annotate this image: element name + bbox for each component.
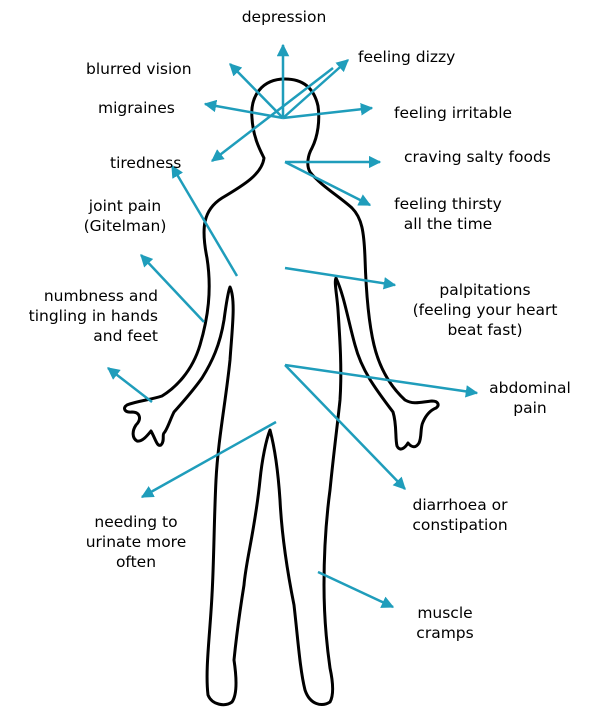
arrow-muscle-cramps <box>318 572 393 607</box>
label-feeling-thirsty: feeling thirsty all the time <box>378 194 518 234</box>
label-feeling-dizzy: feeling dizzy <box>358 47 455 67</box>
arrow-numbness-lower <box>108 368 152 402</box>
arrow-feeling-thirsty <box>285 162 370 205</box>
label-abdominal-pain: abdominal pain <box>484 378 576 418</box>
label-numbness: numbness and tingling in hands and feet <box>10 286 158 346</box>
arrow-palpitations <box>285 268 395 285</box>
label-blurred-vision: blurred vision <box>86 59 192 79</box>
label-depression: depression <box>228 7 340 27</box>
label-palpitations: palpitations (feeling your heart beat fa… <box>390 280 580 340</box>
arrow-urinate <box>142 422 276 497</box>
label-diarrhoea: diarrhoea or constipation <box>386 495 534 535</box>
arrow-feeling-irritable <box>283 108 372 118</box>
label-tiredness: tiredness <box>110 153 181 173</box>
label-migraines: migraines <box>98 98 175 118</box>
arrow-diarrhoea <box>285 365 405 489</box>
label-craving-salty-foods: craving salty foods <box>404 147 551 167</box>
label-urinate: needing to urinate more often <box>66 512 206 572</box>
arrow-feeling-dizzy <box>283 60 348 118</box>
label-feeling-irritable: feeling irritable <box>394 103 512 123</box>
label-muscle-cramps: muscle cramps <box>400 603 490 643</box>
label-joint-pain: joint pain (Gitelman) <box>60 196 190 236</box>
